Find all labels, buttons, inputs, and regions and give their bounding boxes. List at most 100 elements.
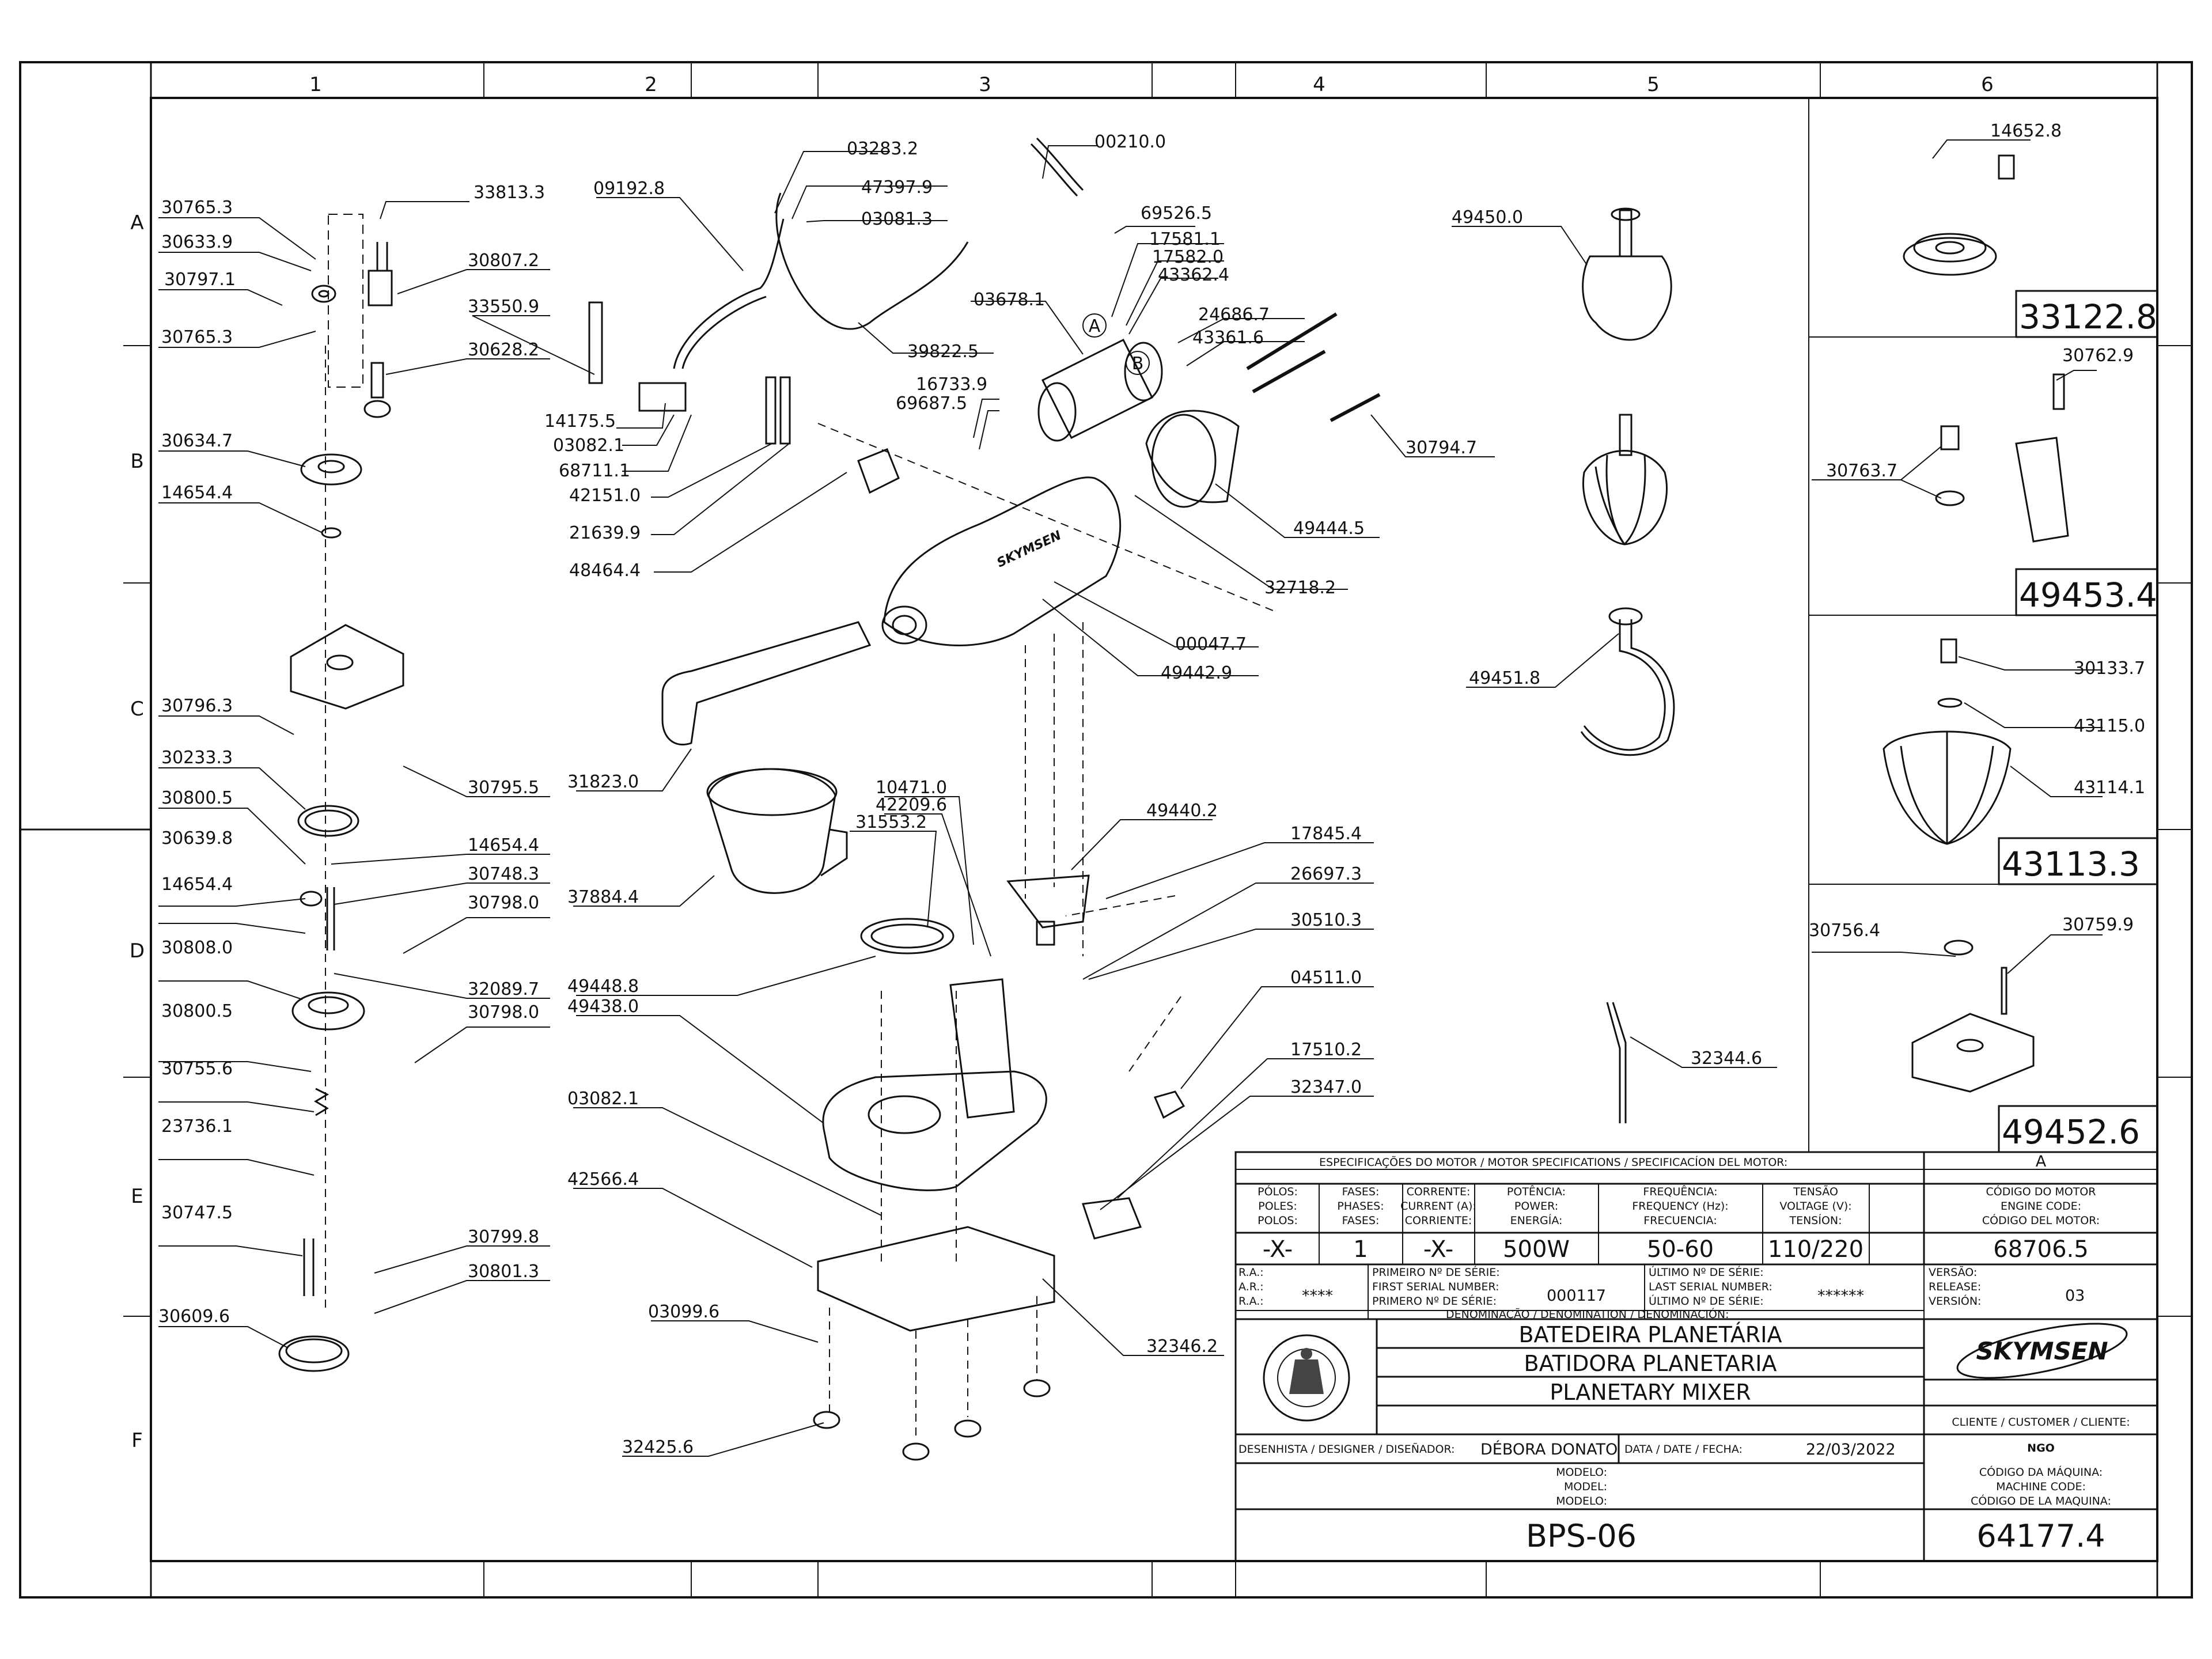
version-label: VERSÃO: [1929,1266,1977,1279]
part-label: 30800.5 [161,1001,233,1021]
grid-col-3: 3 [979,73,991,96]
part-label: 32089.7 [468,979,539,999]
part-label: 26697.3 [1290,864,1362,884]
part-label: 30763.7 [1826,461,1897,481]
part-label: 30794.7 [1406,438,1477,458]
part-label: 30747.5 [161,1203,233,1223]
machine-code-value: 64177.4 [1976,1518,2105,1554]
first-serial-label: PRIMERO Nº DE SÉRIE: [1372,1294,1497,1308]
part-label: 30797.1 [164,270,236,290]
part-label: 21639.9 [569,523,641,543]
grid-row-b: B [130,450,143,473]
part-label: 42566.4 [567,1169,639,1190]
current-value: -X- [1423,1236,1453,1263]
grid-row-d: D [130,940,145,963]
grid-labels: 1 2 3 4 5 6 A B C D E F [130,73,1994,1452]
part-label: 49440.2 [1146,801,1218,821]
poles-value: -X- [1263,1236,1293,1263]
part-label: 30800.5 [161,788,233,808]
part-label: 04511.0 [1290,968,1362,988]
part-label: 30759.9 [2062,915,2134,935]
date-label: DATA / DATE / FECHA: [1624,1443,1743,1456]
part-label: 16733.9 [916,374,987,395]
part-label: 68711.1 [559,461,630,481]
grid-col-2: 2 [645,73,657,96]
phases-value: 1 [1353,1236,1368,1263]
panel-number: 33122.8 [2019,297,2157,336]
poles-header: PÓLOS: [1257,1184,1298,1198]
part-label: 14654.4 [161,874,233,895]
part-label: 30765.3 [161,327,233,347]
head-brand-mark: SKYMSEN [995,528,1063,570]
ra-label: A.R.: [1238,1281,1264,1293]
grid-row-a: A [130,211,143,234]
part-labels: 30765.3 33813.3 30633.9 30807.2 30797.1 … [158,121,2145,1457]
ra-label: R.A.: [1238,1266,1264,1279]
part-label: 47397.9 [861,177,933,198]
label-underlines [1808,98,2157,1152]
engine-code-header: CÓDIGO DO MOTOR [1986,1184,2096,1198]
part-label: 43362.4 [1158,265,1229,285]
model-label: MODEL: [1564,1480,1607,1493]
part-label: 17510.2 [1290,1040,1362,1060]
date-value: 22/03/2022 [1806,1441,1896,1459]
skymsen-logo: SKYMSEN [1956,1323,2128,1379]
part-label: 30639.8 [161,828,233,849]
callout-a: A [1089,316,1101,336]
part-label: 49442.9 [1161,663,1232,683]
phases-header: PHASES: [1337,1200,1384,1213]
machine-code-label: CÓDIGO DE LA MAQUINA: [1971,1494,2111,1508]
product-name-es: BATIDORA PLANETARIA [1524,1351,1777,1376]
part-label: 17582.0 [1152,247,1224,267]
client-value: NGO [2027,1442,2055,1455]
voltage-value: 110/220 [1768,1236,1863,1263]
part-label: 30756.4 [1809,921,1880,941]
model-label: MODELO: [1556,1495,1607,1508]
part-label: 49451.8 [1469,668,1540,688]
part-label: 30634.7 [161,431,233,451]
phases-header: FASES: [1342,1214,1380,1227]
motor-spec-header: ESPECIFICAÇÕES DO MOTOR / MOTOR SPECIFIC… [1319,1156,1787,1169]
part-label: 03099.6 [648,1302,719,1322]
part-label: 14654.4 [468,835,539,855]
voltage-header: TENSÃO [1793,1185,1838,1198]
variant-panels: 33122.8 49453.4 43113.3 49452.6 [1998,290,2158,1153]
part-label: 17845.4 [1290,824,1362,844]
last-serial-value: ****** [1817,1287,1864,1305]
poles-header: POLES: [1258,1200,1297,1213]
part-label: 32425.6 [622,1437,694,1457]
part-label: 69687.5 [896,393,967,414]
grid-row-c: C [130,698,144,721]
part-label: 03678.1 [974,290,1045,310]
part-label: 33550.9 [468,297,539,317]
part-label: 23736.1 [161,1116,233,1137]
power-header: ENERGÍA: [1510,1214,1563,1227]
part-label: 03081.3 [861,209,933,229]
denomination-header: DENOMINAÇÃO / DENOMINATION / DENOMINACIÓ… [1446,1307,1729,1321]
first-serial-label: PRIMEIRO Nº DE SÉRIE: [1372,1266,1500,1279]
part-label: 00047.7 [1175,634,1247,654]
last-serial-label: ÚLTIMO Nº DE SÉRIE: [1649,1294,1764,1308]
part-label: 43115.0 [2074,716,2145,736]
part-label: 69526.5 [1141,203,1212,224]
panel-number: 49452.6 [2002,1112,2140,1152]
part-label: 30628.2 [468,340,539,360]
machine-code-label: CÓDIGO DA MÁQUINA: [1979,1465,2103,1479]
part-label: 37884.4 [567,887,639,907]
model-label: MODELO: [1556,1466,1607,1479]
part-label: 48464.4 [569,560,641,581]
part-label: 30748.3 [468,864,539,884]
part-label: 43114.1 [2074,778,2145,798]
part-label: 49444.5 [1293,518,1365,539]
first-serial-label: FIRST SERIAL NUMBER: [1372,1281,1499,1293]
version-label: VERSIÓN: [1929,1294,1981,1308]
part-label: 14652.8 [1990,121,2062,141]
part-label: 30765.3 [161,198,233,218]
current-header: CORRIENTE: [1405,1214,1472,1227]
power-header: POWER: [1514,1200,1558,1213]
part-label: 42151.0 [569,486,641,506]
part-label: 30808.0 [161,938,233,958]
part-label: 30133.7 [2074,658,2145,679]
product-name-en: PLANETARY MIXER [1550,1380,1751,1405]
product-name-pt: BATEDEIRA PLANETÁRIA [1518,1322,1782,1347]
